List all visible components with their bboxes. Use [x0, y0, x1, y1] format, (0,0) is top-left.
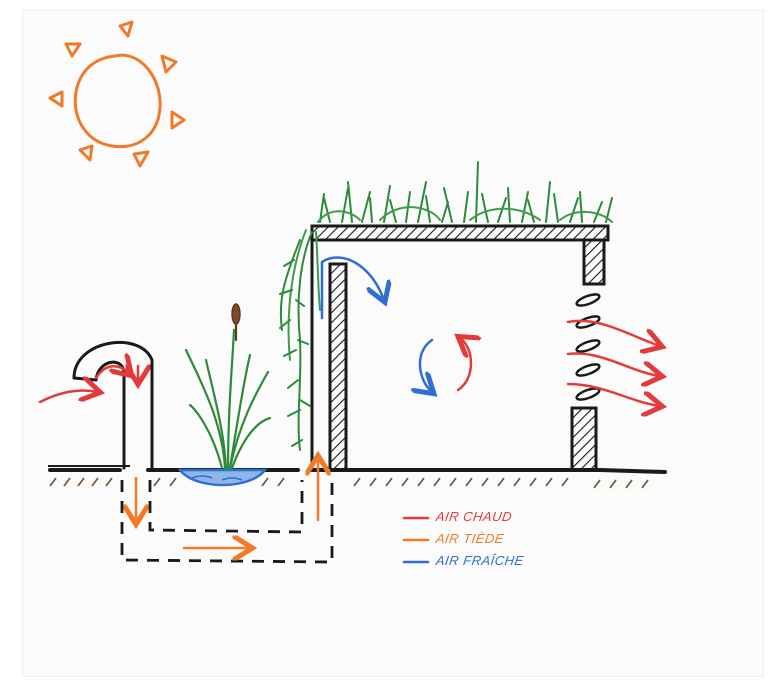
- hot-air-circulation-arrow: [458, 338, 471, 390]
- sun-icon: [50, 22, 184, 166]
- cool-air-circulation-arrow: [420, 340, 432, 392]
- hot-air-outflow-arrow-2: [568, 354, 660, 376]
- legend-hot-air-label: AIR CHAUD: [435, 509, 513, 524]
- legend-warm-air-label: AIR TIÈDE: [435, 531, 505, 546]
- hot-air-outflow-arrow-1: [568, 321, 660, 346]
- hot-air-inflow-arrow: [40, 390, 98, 402]
- reed-plant-icon: [186, 304, 270, 468]
- hot-air-outflow-arrow-3: [568, 384, 660, 406]
- legend-swatches: [404, 518, 428, 562]
- soil-hatching: [50, 478, 648, 488]
- underground-duct: [122, 480, 332, 562]
- air-intake-icon: [74, 342, 152, 468]
- pond: [180, 470, 265, 485]
- airflow-arrows: [40, 258, 660, 548]
- legend-cool-air-label: AIR FRAÎCHE: [435, 553, 525, 568]
